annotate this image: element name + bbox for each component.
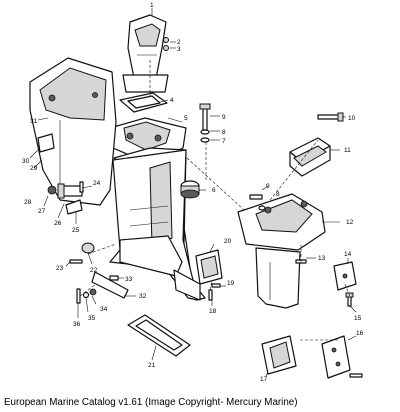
callout-9: 9 xyxy=(222,114,226,121)
callout-7: 7 xyxy=(222,138,226,145)
bolt-9-part xyxy=(199,103,211,143)
pin-part xyxy=(349,373,363,378)
exploded-parts-diagram: 1 2 3 4 5 6 7 8 9 10 11 9 8 12 13 14 15 … xyxy=(22,2,364,383)
bolt-23-part xyxy=(69,259,83,264)
callout-28: 28 xyxy=(24,199,32,206)
callout-34: 34 xyxy=(100,306,108,313)
cowl-shell-part xyxy=(29,57,117,206)
callout-24: 24 xyxy=(93,180,101,187)
water-pump-cover-part xyxy=(195,249,223,285)
callout-27: 27 xyxy=(38,208,46,215)
screw-18-part xyxy=(208,289,213,301)
plate-16-part xyxy=(321,335,351,379)
callout-21: 21 xyxy=(148,362,156,369)
callout-30: 30 xyxy=(22,158,30,165)
callout-8b: 8 xyxy=(276,191,280,198)
callout-32: 32 xyxy=(139,293,147,300)
rubber-mount-part xyxy=(180,180,200,199)
callout-22: 22 xyxy=(90,267,98,274)
callout-35: 35 xyxy=(88,315,96,322)
callout-18: 18 xyxy=(209,308,217,315)
bolt-9b-part xyxy=(249,194,266,211)
callout-36: 36 xyxy=(73,321,81,328)
callout-2: 2 xyxy=(177,39,181,46)
screw-19-part xyxy=(211,283,221,288)
bracket-part xyxy=(91,271,129,299)
callout-leaders xyxy=(29,8,357,377)
callout-17: 17 xyxy=(260,376,268,383)
cover-part xyxy=(289,137,331,177)
callout-5: 5 xyxy=(184,115,188,122)
callout-8: 8 xyxy=(222,129,226,136)
callout-25: 25 xyxy=(72,227,80,234)
callout-19: 19 xyxy=(227,280,235,287)
fitting-part xyxy=(47,181,84,215)
callout-4: 4 xyxy=(170,97,174,104)
screw-2-part xyxy=(163,37,169,51)
callout-29: 29 xyxy=(30,165,38,172)
callout-11: 11 xyxy=(344,147,351,154)
callout-20: 20 xyxy=(224,238,232,245)
anti-ventilation-plate-part xyxy=(237,193,326,309)
grommet-part xyxy=(81,242,95,254)
callout-6: 6 xyxy=(212,187,216,194)
callout-10: 10 xyxy=(348,115,356,122)
exhaust-tube-part xyxy=(122,14,169,93)
plate-17-part xyxy=(261,335,297,375)
callout-14: 14 xyxy=(344,251,352,258)
callout-3: 3 xyxy=(177,46,181,53)
callout-1: 1 xyxy=(150,2,154,9)
bolt-10-part xyxy=(317,112,344,122)
callout-33: 33 xyxy=(125,276,133,283)
callout-16: 16 xyxy=(356,330,364,337)
decal-part xyxy=(37,133,55,153)
callout-12: 12 xyxy=(346,219,354,226)
callout-labels: 1 2 3 4 5 6 7 8 9 10 11 9 8 12 13 14 15 … xyxy=(22,2,364,383)
callout-26: 26 xyxy=(54,220,62,227)
gasket-part xyxy=(119,92,168,113)
clip-14-part xyxy=(333,261,357,291)
image-caption: European Marine Catalog v1.61 (Image Cop… xyxy=(4,397,298,408)
callout-31: 31 xyxy=(30,118,38,125)
callout-9b: 9 xyxy=(266,183,270,190)
callout-13: 13 xyxy=(318,255,326,262)
callout-15: 15 xyxy=(354,315,362,322)
callout-23: 23 xyxy=(56,265,64,272)
seal-ring-part xyxy=(127,314,191,357)
